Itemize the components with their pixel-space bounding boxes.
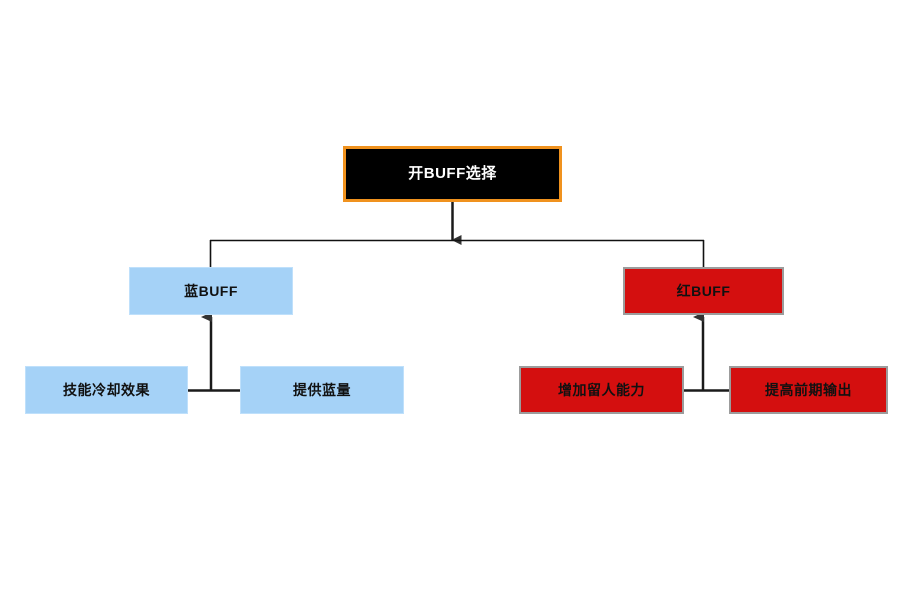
node-red-buff[interactable]: 红BUFF <box>623 267 784 315</box>
node-red-child-damage[interactable]: 提高前期输出 <box>729 366 888 414</box>
node-blue-child-mana[interactable]: 提供蓝量 <box>240 366 404 414</box>
node-blue-child-cooldown[interactable]: 技能冷却效果 <box>25 366 188 414</box>
node-blue-buff[interactable]: 蓝BUFF <box>129 267 293 315</box>
node-red-child-retention[interactable]: 增加留人能力 <box>519 366 684 414</box>
node-root-buff-choice[interactable]: 开BUFF选择 <box>343 146 562 202</box>
